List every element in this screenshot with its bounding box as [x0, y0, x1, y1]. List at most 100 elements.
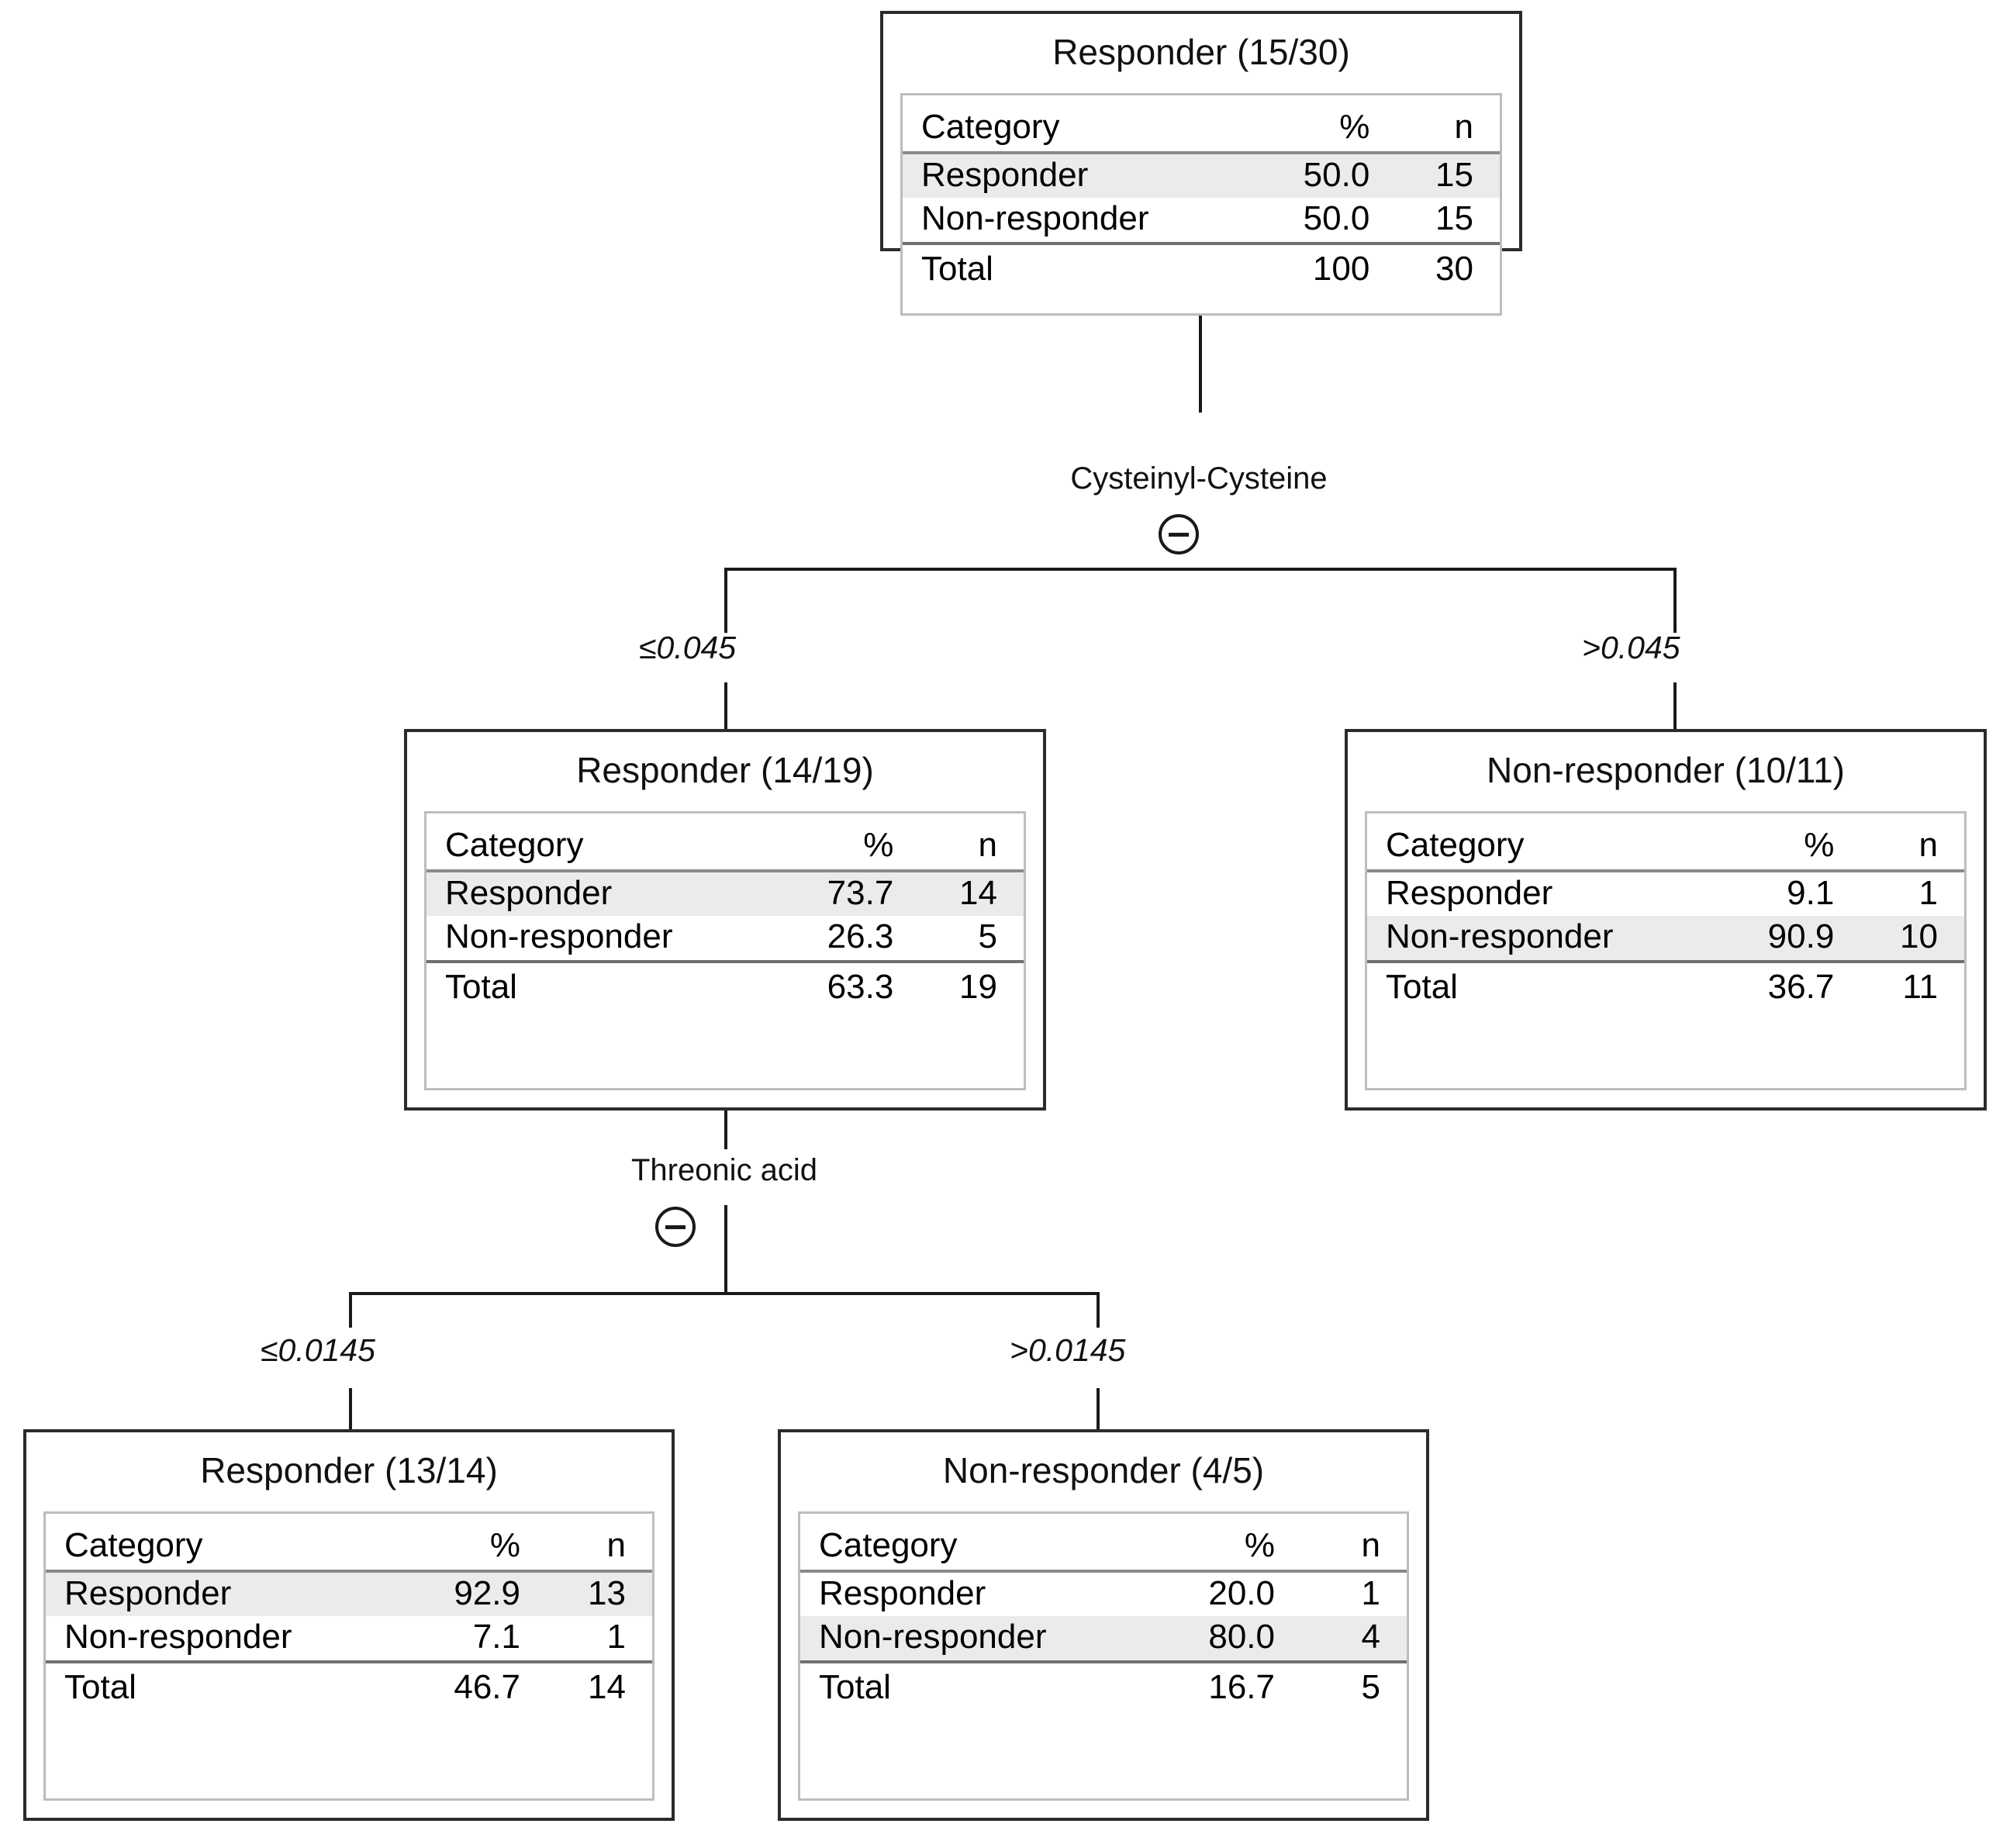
- cell-total-percent: 36.7: [1684, 959, 1835, 1010]
- col-header-n: n: [520, 1525, 652, 1573]
- tree-node-level3-right[interactable]: Non-responder (4/5) Category % n Respond…: [778, 1429, 1429, 1821]
- cell-n: 13: [520, 1571, 652, 1617]
- col-header-category: Category: [1367, 824, 1684, 873]
- node-table-wrap-level3-left: Category % n Responder 92.9 13 Non-respo…: [43, 1511, 654, 1801]
- stats-table-level3-right: Category % n Responder 20.0 1 Non-respon…: [800, 1525, 1407, 1710]
- cell-percent: 26.3: [827, 917, 894, 956]
- cell-n: 15: [1369, 153, 1500, 199]
- node-title-level3-left: Responder (13/14): [200, 1450, 498, 1490]
- cell-category: Non-responder: [64, 1618, 292, 1656]
- cell-total-percent: 63.3: [743, 959, 894, 1010]
- cell-category: Responder: [903, 153, 1220, 199]
- cell-total-label: Total: [800, 1660, 1123, 1710]
- cell-n: 5: [978, 917, 997, 956]
- cell-total-n: 30: [1369, 241, 1500, 292]
- col-header-n: n: [1275, 1525, 1407, 1573]
- table-row-total: Total 16.7 5: [800, 1660, 1407, 1710]
- table-row-total: Total 46.7 14: [46, 1660, 652, 1710]
- tree-node-level2-right[interactable]: Non-responder (10/11) Category % n Respo…: [1345, 729, 1987, 1111]
- table-header-row: Category % n: [46, 1525, 652, 1573]
- table-row: Non-responder 90.9 10: [1367, 916, 1964, 962]
- table-row: Responder 50.0 15: [903, 153, 1500, 199]
- table-row: Non-responder 26.3 5: [427, 916, 1024, 961]
- cell-category: Responder: [1386, 874, 1553, 913]
- connector-split2-bar: [349, 1292, 1100, 1295]
- table-row: Responder 20.0 1: [800, 1571, 1407, 1616]
- connector-root-stem-lower: [1199, 310, 1202, 413]
- edge-label-split1-right: >0.045: [1582, 630, 1680, 665]
- cell-total-percent: 16.7: [1122, 1660, 1275, 1710]
- table-row-total: Total 36.7 11: [1367, 959, 1964, 1010]
- stats-table-level2-left: Category % n Responder 73.7 14 Non-respo…: [427, 824, 1024, 1010]
- cell-total-n: 19: [893, 959, 1024, 1010]
- edge-label-split1-left: ≤0.045: [639, 630, 737, 665]
- cell-total-n: 5: [1275, 1660, 1407, 1710]
- node-title-root: Responder (15/30): [1052, 32, 1350, 72]
- cell-percent: 90.9: [1684, 916, 1835, 962]
- col-header-category: Category: [800, 1525, 1123, 1573]
- cell-category: Responder: [46, 1571, 368, 1617]
- edge-label-split2-right: >0.0145: [1010, 1332, 1126, 1368]
- col-header-category: Category: [903, 106, 1220, 155]
- connector-split1-bar: [724, 568, 1677, 571]
- col-header-category: Category: [427, 824, 744, 873]
- cell-percent: 9.1: [1787, 874, 1835, 913]
- table-row-total: Total 63.3 19: [427, 959, 1024, 1010]
- table-row-total: Total 100 30: [903, 241, 1500, 292]
- cell-n: 4: [1275, 1616, 1407, 1662]
- cell-total-n: 11: [1834, 959, 1964, 1010]
- cell-percent: 20.0: [1208, 1574, 1275, 1613]
- cell-total-label: Total: [46, 1660, 368, 1710]
- col-header-percent: %: [1219, 106, 1370, 155]
- tree-node-root[interactable]: Responder (15/30) Category % n Responder…: [880, 11, 1522, 316]
- connector-split2-right-drop: [1097, 1292, 1100, 1328]
- split-variable-cysteinyl-cysteine: Cysteinyl-Cysteine: [1070, 461, 1328, 496]
- minus-circle-icon-split2[interactable]: [655, 1207, 696, 1247]
- cell-n: 15: [1435, 199, 1473, 238]
- node-title-level2-left: Responder (14/19): [576, 750, 874, 790]
- table-row: Non-responder 7.1 1: [46, 1616, 652, 1661]
- cell-category: Responder: [427, 871, 744, 917]
- cell-n: 1: [1918, 874, 1938, 913]
- split-variable-threonic-acid: Threonic acid: [630, 1153, 818, 1187]
- edge-label-split2-left: ≤0.0145: [261, 1332, 375, 1368]
- node-table-wrap-root: Category % n Responder 50.0 15 Non-respo…: [900, 93, 1502, 316]
- table-row: Responder 9.1 1: [1367, 871, 1964, 916]
- cell-total-label: Total: [903, 241, 1220, 292]
- connector-level2left-stem: [724, 1109, 727, 1149]
- stats-table-level3-left: Category % n Responder 92.9 13 Non-respo…: [46, 1525, 652, 1710]
- cell-total-percent: 46.7: [368, 1660, 520, 1710]
- col-header-percent: %: [1122, 1525, 1275, 1573]
- connector-split2-right-drop2: [1097, 1388, 1100, 1432]
- table-row: Non-responder 80.0 4: [800, 1616, 1407, 1662]
- node-table-wrap-level2-left: Category % n Responder 73.7 14 Non-respo…: [424, 811, 1026, 1090]
- cell-percent: 73.7: [743, 871, 894, 917]
- cell-category: Responder: [819, 1574, 986, 1613]
- table-header-row: Category % n: [427, 824, 1024, 873]
- stats-table-level2-right: Category % n Responder 9.1 1 Non-respond…: [1367, 824, 1964, 1010]
- cell-total-percent: 100: [1219, 241, 1370, 292]
- cell-n: 14: [893, 871, 1024, 917]
- connector-split1-left-drop: [724, 568, 727, 633]
- col-header-n: n: [1834, 824, 1964, 873]
- tree-node-level3-left[interactable]: Responder (13/14) Category % n Responder…: [23, 1429, 675, 1821]
- cell-percent: 50.0: [1303, 199, 1370, 238]
- table-row: Responder 92.9 13: [46, 1571, 652, 1617]
- cell-percent: 50.0: [1219, 153, 1370, 199]
- connector-level2left-stem-lower: [724, 1205, 727, 1295]
- col-header-percent: %: [1684, 824, 1835, 873]
- tree-node-level2-left[interactable]: Responder (14/19) Category % n Responder…: [404, 729, 1046, 1111]
- cell-total-label: Total: [1367, 959, 1684, 1010]
- cell-n: 1: [1361, 1574, 1380, 1613]
- cell-n: 10: [1834, 916, 1964, 962]
- node-title-level3-right: Non-responder (4/5): [942, 1450, 1265, 1490]
- table-row: Non-responder 50.0 15: [903, 198, 1500, 243]
- cell-percent: 92.9: [368, 1571, 520, 1617]
- connector-split2-left-drop: [349, 1292, 352, 1328]
- col-header-n: n: [1369, 106, 1500, 155]
- node-title-level2-right: Non-responder (10/11): [1487, 750, 1845, 790]
- cell-percent: 80.0: [1122, 1616, 1275, 1662]
- cell-category: Non-responder: [445, 917, 673, 956]
- table-header-row: Category % n: [800, 1525, 1407, 1573]
- minus-circle-icon-split1[interactable]: [1159, 514, 1199, 554]
